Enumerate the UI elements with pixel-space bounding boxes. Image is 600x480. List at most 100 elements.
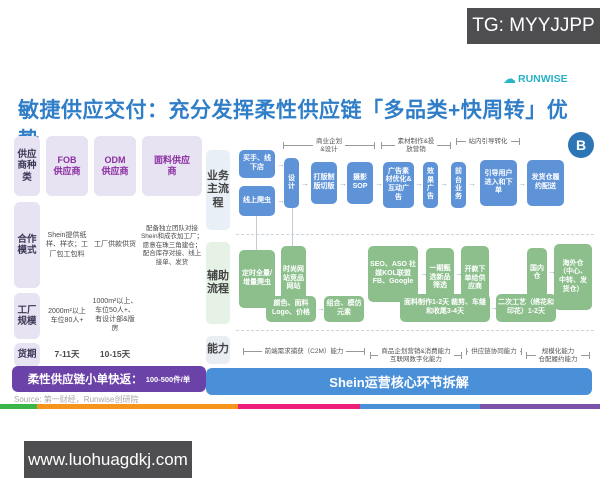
arrow-icon: → <box>339 179 347 188</box>
aux-node-fabric-production-days: 面料制作1-2天 裁剪、车缝和收尾3-4天 <box>400 294 490 322</box>
row-header-text: 货期 <box>17 349 37 361</box>
connector-line <box>256 216 257 250</box>
col-header-fob: FOB 供应商 <box>46 136 88 196</box>
tg-watermark-badge: TG: MYYJJPP <box>467 8 600 44</box>
aux-node-overseas-warehouse: 海外仓（中心、中转、发货仓） <box>554 244 592 310</box>
arrow-icon: → <box>548 267 556 276</box>
col-header-fabric: 面料供应商 <box>142 136 202 196</box>
connector-line <box>292 208 293 246</box>
phase-label: 商业企划 &设计 <box>316 138 342 153</box>
bracket-tick <box>374 142 375 150</box>
bracket-line <box>580 355 589 357</box>
row-label-aux-process: 辅助流程 <box>206 242 230 324</box>
bracket-line <box>457 141 466 143</box>
arrow-icon: → <box>518 179 526 188</box>
flow-node-guide-users-order: 引导用户进入和下单 <box>480 160 517 206</box>
bracket-line <box>345 145 374 147</box>
stripe-magenta <box>238 404 360 409</box>
row-header-text: 合作模式 <box>17 233 37 256</box>
bracket-tick <box>519 138 520 146</box>
bracket-tick <box>370 352 371 360</box>
b-badge: B <box>568 132 594 158</box>
bracket-tick <box>364 348 366 356</box>
capability-label: 规模化能力 仓配履约能力 <box>538 348 578 363</box>
aux-node-text: 时尚网站竞品网站 <box>283 266 304 291</box>
bracket-tick <box>466 348 467 356</box>
cell-odm-leadtime: 10-15天 <box>99 349 131 360</box>
phase-bracket-onsite-conversion: 站内引导转化 <box>456 138 520 146</box>
bracket-tick <box>243 348 244 356</box>
cell-fob-cooperation: Shein提供纸样、样衣；工厂包工包料 <box>46 232 88 258</box>
cell-fob-leadtime: 7-11天 <box>54 349 80 360</box>
phase-label: 站内引导转化 <box>468 138 508 145</box>
cell-odm-scale: 1000m²以上、车位50人+、有设计部&版房 <box>92 297 138 333</box>
runwise-logo: ☁ RUNWISE <box>503 72 568 85</box>
bracket-line <box>527 355 536 357</box>
logo-text: RUNWISE <box>518 72 568 85</box>
bracket-line <box>382 145 395 147</box>
site-watermark-badge: www.luohuagdkj.com <box>24 441 192 478</box>
row-label-text: 业务主流程 <box>207 170 229 209</box>
capability-bracket-planning-digital: 商品企划营销&消费能力 互联网数字化能力 <box>370 348 462 364</box>
row-label-text: 辅助流程 <box>207 269 229 295</box>
flow-node-text: 效果广告 <box>427 168 434 201</box>
capability-bracket-supply-chain: 供应链协同能力 <box>466 348 522 356</box>
tg-watermark-text: TG: MYYJJPP <box>472 15 595 36</box>
phase-label: 素材制作&投 放营销 <box>397 138 435 153</box>
site-watermark-text: www.luohuagdkj.com <box>28 449 188 469</box>
stripe-blue <box>360 404 480 409</box>
aux-node-color-fabric-logo-price: 颜色、面料Logo、价格 <box>266 296 316 322</box>
row-header-text: 供应商种类 <box>17 148 37 183</box>
bracket-line <box>437 145 450 147</box>
aux-node-secondary-process: 二次工艺（绣花和印花）1-2天 <box>496 294 556 322</box>
flow-node-buyers-offline-stores: 买手、线下店 <box>239 150 275 178</box>
flow-node-pattern-making: 打版制版切版 <box>311 162 337 204</box>
flow-node-shipping-warehouse: 发货仓履约配送 <box>527 160 564 206</box>
stripe-orange <box>37 404 238 409</box>
bracket-line <box>244 351 262 353</box>
banner-value: 100-500件/单 <box>145 374 191 384</box>
arrow-icon: → <box>277 160 285 169</box>
aux-node-scheduled-crawler: 定时全量/增量爬虫 <box>239 250 275 308</box>
bracket-line <box>519 351 521 353</box>
row-label-capability: 能力 <box>206 336 230 364</box>
bracket-line <box>346 351 365 353</box>
row-header-supplier-type: 供应商种类 <box>14 136 40 196</box>
flow-node-frontend-business: 前台业务 <box>451 162 466 208</box>
flow-node-ad-material-optimization: 广告素材优化&互动广告 <box>383 162 414 208</box>
bracket-line <box>284 145 313 147</box>
arrow-icon: → <box>277 196 285 205</box>
arrow-icon: → <box>440 179 448 188</box>
arrow-icon: → <box>468 179 476 188</box>
phase-bracket-planning-design: 商业企划 &设计 <box>283 138 375 154</box>
source-note: Source: 第一财经，Runwise创研院 <box>14 395 139 404</box>
bracket-tick <box>450 142 451 150</box>
col-header-odm: ODM 供应商 <box>94 136 136 196</box>
row-header-lead-time: 货期 <box>14 343 40 367</box>
banner-label: 柔性供应链小单快返： <box>27 374 143 386</box>
row-label-text: 能力 <box>207 343 229 356</box>
cell-odm-cooperation: 工厂供款供货 <box>94 241 136 249</box>
dashed-separator <box>236 234 594 235</box>
bracket-line <box>510 141 519 143</box>
bracket-line <box>453 355 461 357</box>
flow-node-performance-ads: 效果广告 <box>423 162 438 208</box>
capability-bracket-c2m: 前端需求捕获（C2M）能力 <box>243 348 366 356</box>
arrow-icon: → <box>490 303 498 312</box>
flow-node-online-crawler: 线上爬虫 <box>239 186 275 216</box>
capability-label: 供应链协同能力 <box>471 348 517 355</box>
aux-node-seo-aso-kol: SEO、ASO 社媒KOL联盟 FB、Google <box>368 246 418 302</box>
flexible-supply-banner: 柔性供应链小单快返： 100-500件/单 <box>12 366 206 392</box>
cell-fob-scale: 2000m²以上 车位80人+ <box>48 307 86 324</box>
cloud-icon: ☁ <box>503 71 516 86</box>
bracket-tick <box>456 138 457 146</box>
arrow-icon: → <box>420 269 428 278</box>
bracket-tick <box>526 352 527 360</box>
flow-node-text: 设计 <box>288 174 295 190</box>
bracket-line <box>371 355 379 357</box>
capability-label: 前端需求捕获（C2M）能力 <box>264 348 344 355</box>
cell-fabric-cooperation: 配备独立团队对接Shein和成衣加工厂；愿意在珠三角建仓；配合库存对接、线上接单… <box>140 224 204 266</box>
arrow-icon: → <box>415 179 423 188</box>
aux-node-combine-imitate-elements: 组合、模仿元素 <box>324 296 364 322</box>
